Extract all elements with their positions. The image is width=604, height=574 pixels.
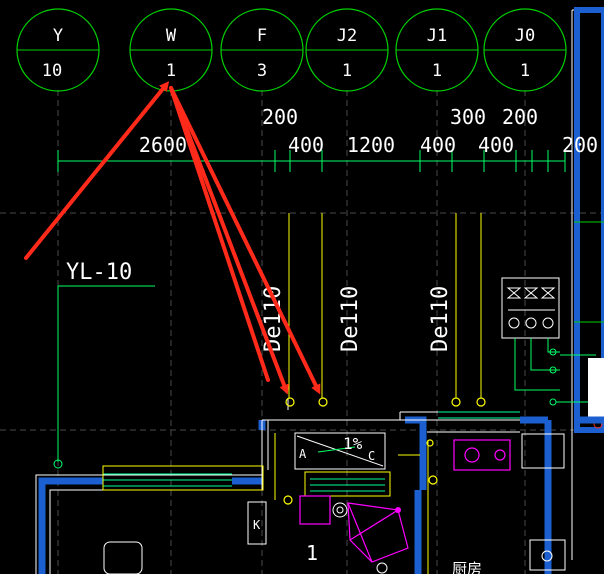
valve-connection-pipes: [514, 338, 596, 406]
drain-pipes: [287, 213, 482, 410]
axis-bubble-j2-num: 1: [342, 61, 352, 81]
bathroom-fixtures: [299, 439, 511, 563]
valve-assembly: [501, 277, 560, 339]
tag-k: K: [253, 518, 261, 532]
dim-lower-4: 400: [420, 133, 456, 157]
toilet-node: [395, 507, 401, 513]
axis-grid-lines: [0, 90, 604, 574]
axis-bubble-f-num: 3: [257, 61, 267, 81]
dim-upper-2: 300: [450, 105, 486, 129]
dim-lower-3: 1200: [347, 133, 395, 157]
axis-bubble-j2: J2 1: [305, 8, 389, 92]
pipe-nodes: [285, 397, 486, 407]
axis-bubble-w-id: W: [166, 26, 177, 46]
floor-mark: 1: [306, 541, 318, 565]
pipe-label-3: De110: [428, 286, 453, 352]
axis-bubble-f-id: F: [257, 26, 267, 46]
riser-yl-10: YL-10: [53, 260, 155, 469]
red-annotation-arrows: [24, 81, 321, 395]
yellow-nodes: [283, 439, 438, 505]
walls: [38, 416, 604, 574]
axis-bubble-y-id: Y: [53, 26, 63, 46]
axis-bubble-j1: J1 1: [395, 8, 479, 92]
lower-drain: [376, 562, 388, 574]
dim-lower-6: 200: [562, 133, 598, 157]
axis-bubble-j0-id: J0: [515, 26, 535, 46]
dim-lower-5: 400: [478, 133, 514, 157]
axis-bubble-f: F 3: [220, 8, 304, 92]
sink-box: [521, 433, 565, 469]
room-label: 厨房: [452, 560, 482, 574]
dimension-texts: 200 300 200 2600 400 1200 400 400 200: [139, 105, 598, 157]
right-fixture-block: [588, 358, 604, 418]
tag-a: A: [299, 447, 307, 461]
riser-label: YL-10: [66, 260, 132, 285]
dim-lower-2: 400: [288, 133, 324, 157]
floor-drain-inner: [336, 506, 344, 514]
axis-bubble-y: Y 10: [16, 8, 100, 92]
dim-upper-3: 200: [502, 105, 538, 129]
axis-bubble-j0-num: 1: [520, 61, 530, 81]
pipe-label-2: De110: [338, 286, 363, 352]
chair-shape: [103, 541, 143, 574]
axis-bubble-j1-id: J1: [427, 26, 447, 46]
dim-upper-1: 200: [262, 105, 298, 129]
yellow-outlines: [102, 433, 429, 574]
axis-bubble-j0: J0 1: [483, 8, 567, 92]
stove-shape: [529, 539, 566, 571]
axis-bubble-j2-id: J2: [337, 26, 357, 46]
axis-bubble-w-num: 1: [166, 61, 176, 81]
dim-lower-1: 2600: [139, 133, 187, 157]
stove-burner: [541, 550, 553, 562]
axis-bubble-y-num: 10: [42, 61, 62, 81]
axis-bubble-j1-num: 1: [432, 61, 442, 81]
dimension-line: [57, 150, 566, 172]
slope-label: 1%: [343, 434, 363, 453]
wall-outlines: [35, 411, 520, 574]
slope-fixture: 1% A C: [294, 432, 386, 470]
k-box: [247, 501, 267, 545]
right-wall-strip: [571, 7, 604, 560]
window-lines: [103, 411, 520, 492]
floor-drain: [332, 502, 348, 518]
tag-c: C: [368, 449, 375, 463]
axis-bubble-w: W 1: [129, 8, 213, 92]
